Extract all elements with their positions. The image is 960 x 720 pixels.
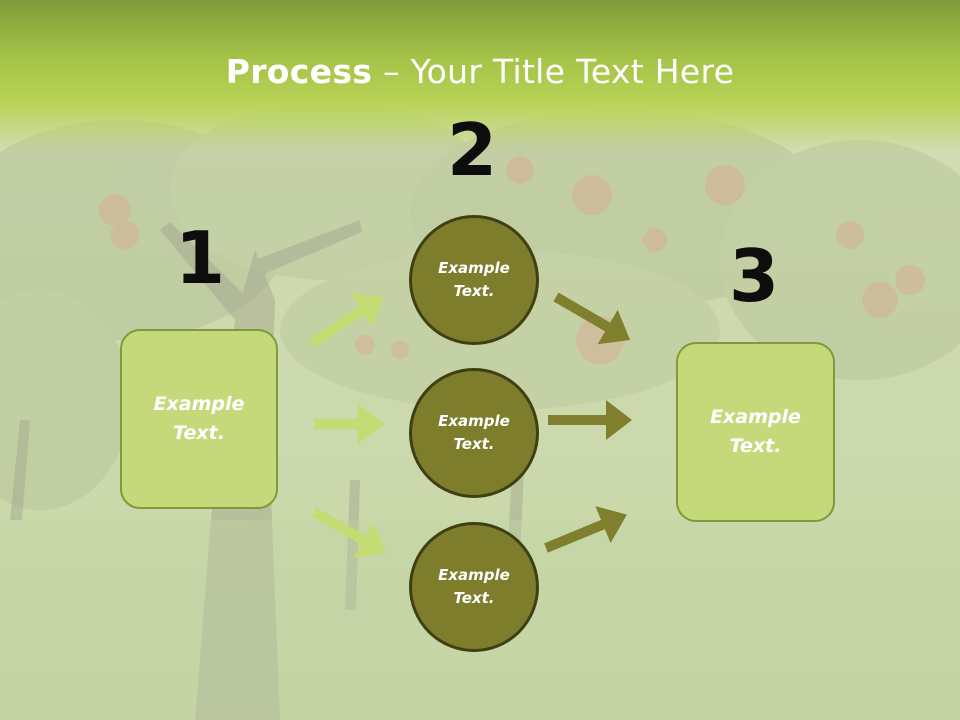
step-3-box[interactable]: Example Text. xyxy=(676,342,835,522)
step-2-circle-1[interactable]: Example Text. xyxy=(409,215,539,345)
slide-title: Process – Your Title Text Here xyxy=(0,52,960,91)
step-1-box[interactable]: Example Text. xyxy=(120,329,278,509)
title-banner xyxy=(0,0,960,150)
step-2-circle-3[interactable]: Example Text. xyxy=(409,522,539,652)
step-2-circle-2-text: Example Text. xyxy=(438,412,510,453)
step-3-text: Example Text. xyxy=(710,406,801,457)
step-2-circle-2[interactable]: Example Text. xyxy=(409,368,539,498)
arrow-1-to-circle-1 xyxy=(309,293,384,348)
arrow-1-to-circle-3 xyxy=(311,507,387,558)
step-number-3: 3 xyxy=(728,234,780,318)
arrow-circle-1-to-3 xyxy=(553,292,631,345)
step-number-1: 1 xyxy=(174,216,226,300)
title-bold-word: Process xyxy=(225,52,373,91)
arrow-circle-3-to-3 xyxy=(544,506,627,553)
title-rest: – Your Title Text Here xyxy=(372,52,735,91)
step-number-2: 2 xyxy=(446,108,498,192)
step-2-circle-1-text: Example Text. xyxy=(438,259,510,300)
step-2-circle-3-text: Example Text. xyxy=(438,566,510,607)
step-1-text: Example Text. xyxy=(153,393,245,444)
